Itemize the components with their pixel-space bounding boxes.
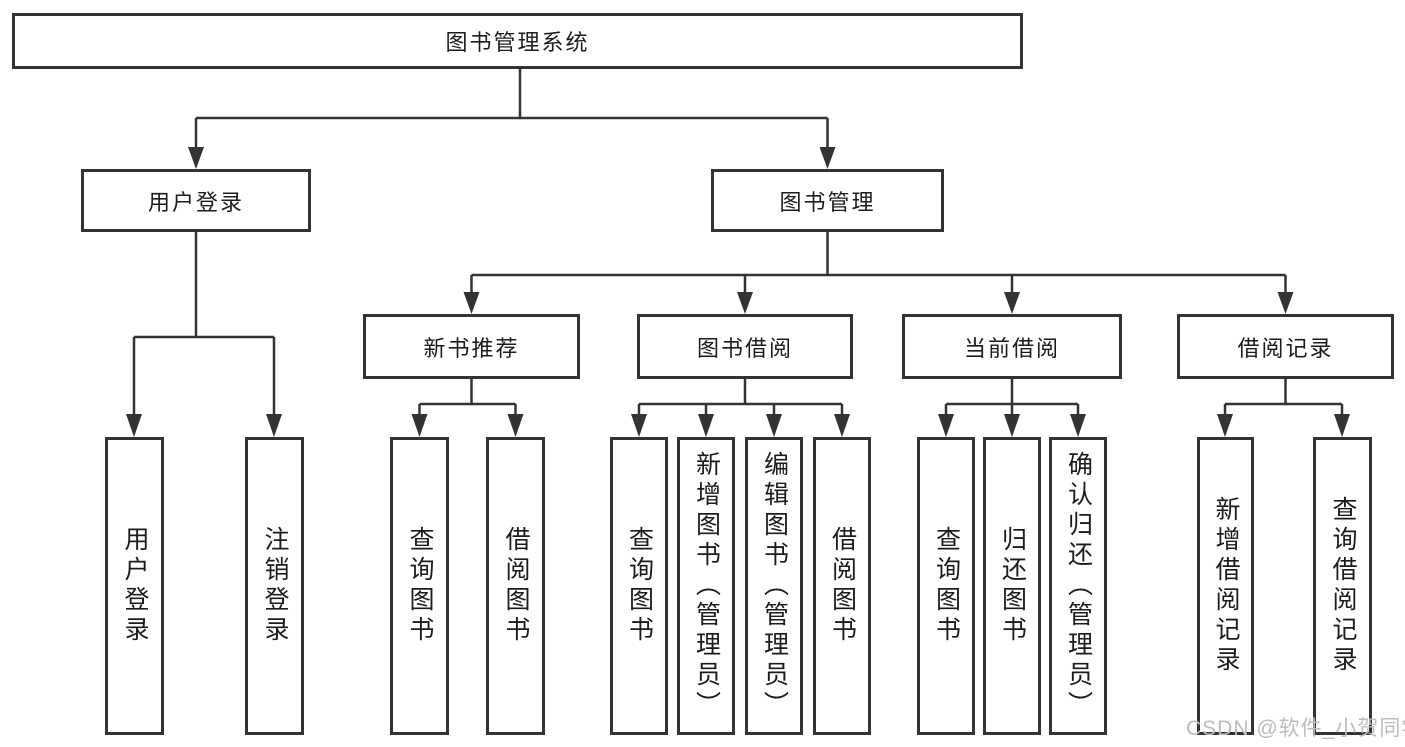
leaf-borrow-books: 借阅图书 bbox=[813, 437, 871, 735]
leaf-add-book-admin: 新增图书（管理员） bbox=[677, 437, 735, 735]
leaf-return-book: 归还图书 bbox=[983, 437, 1041, 735]
leaf-add-borrow-record-label: 新增借阅记录 bbox=[1212, 496, 1240, 676]
node-new-book-recommend-label: 新书推荐 bbox=[423, 335, 520, 361]
leaf-add-book-admin-label: 新增图书（管理员） bbox=[692, 451, 721, 721]
node-borrow-record-label: 借阅记录 bbox=[1237, 335, 1334, 361]
leaf-query-books-current-label: 查询图书 bbox=[932, 526, 961, 646]
leaf-query-books-current: 查询图书 bbox=[917, 437, 975, 735]
leaf-query-books-borrow-label: 查询图书 bbox=[625, 526, 654, 646]
node-user-login: 用户登录 bbox=[81, 169, 311, 232]
node-borrow-record: 借阅记录 bbox=[1177, 314, 1394, 379]
leaf-logout: 注销登录 bbox=[245, 437, 304, 735]
leaf-add-borrow-record: 新增借阅记录 bbox=[1197, 437, 1254, 735]
node-book-management: 图书管理 bbox=[711, 169, 944, 232]
node-root-label: 图书管理系统 bbox=[445, 30, 590, 55]
leaf-confirm-return-admin: 确认归还（管理员） bbox=[1049, 437, 1107, 735]
leaf-borrow-books-label: 借阅图书 bbox=[828, 526, 857, 646]
leaf-query-borrow-record: 查询借阅记录 bbox=[1313, 437, 1372, 735]
leaf-borrow-books-recommend: 借阅图书 bbox=[486, 437, 545, 735]
node-book-borrow: 图书借阅 bbox=[637, 314, 853, 379]
leaf-logout-label: 注销登录 bbox=[261, 526, 289, 646]
node-root: 图书管理系统 bbox=[12, 13, 1023, 69]
node-user-login-label: 用户登录 bbox=[147, 189, 244, 215]
leaf-confirm-return-admin-label: 确认归还（管理员） bbox=[1064, 451, 1093, 721]
leaf-query-books-recommend-label: 查询图书 bbox=[406, 526, 434, 646]
leaf-return-book-label: 归还图书 bbox=[998, 526, 1027, 646]
node-current-borrow: 当前借阅 bbox=[902, 314, 1122, 379]
leaf-query-borrow-record-label: 查询借阅记录 bbox=[1329, 496, 1357, 676]
leaf-user-login: 用户登录 bbox=[105, 437, 164, 735]
leaf-query-books-borrow: 查询图书 bbox=[610, 437, 668, 735]
watermark-text: CSDN @软件_小贺同学 bbox=[1186, 717, 1405, 740]
node-book-borrow-label: 图书借阅 bbox=[696, 335, 793, 361]
node-current-borrow-label: 当前借阅 bbox=[963, 335, 1060, 361]
node-book-management-label: 图书管理 bbox=[779, 189, 876, 215]
node-new-book-recommend: 新书推荐 bbox=[363, 314, 580, 379]
leaf-borrow-books-recommend-label: 借阅图书 bbox=[502, 526, 530, 646]
leaf-edit-book-admin-label: 编辑图书（管理员） bbox=[760, 451, 789, 721]
leaf-user-login-label: 用户登录 bbox=[121, 526, 149, 646]
leaf-edit-book-admin: 编辑图书（管理员） bbox=[745, 437, 803, 735]
leaf-query-books-recommend: 查询图书 bbox=[390, 437, 449, 735]
